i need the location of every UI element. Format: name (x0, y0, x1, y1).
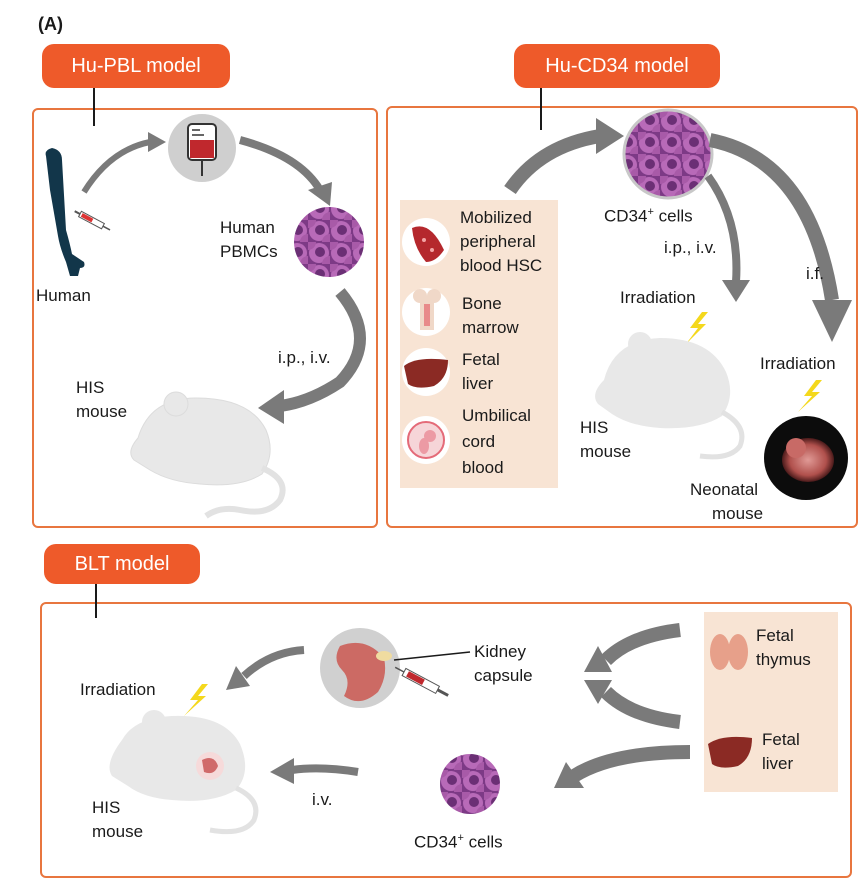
source-bone-marrow-l1: Bone (462, 294, 502, 313)
hucd34-cells-label: CD34+ cells (604, 200, 693, 229)
blt-cells-label: CD34+ cells (414, 826, 503, 855)
his-mouse-icon-hucd34 (595, 332, 745, 460)
umbilical-cord-blood-icon (402, 416, 450, 464)
fetal-thymus-icon (710, 634, 748, 670)
source-peripheral-l1: Mobilized (460, 208, 532, 227)
blt-cells-suffix: cells (463, 832, 503, 852)
fetal-liver-icon-blt (708, 736, 752, 768)
lightning-icon-blt (184, 684, 208, 716)
neonatal-mouse-label-line1: Neonatal (690, 480, 759, 499)
fetal-liver-label-line1: Fetal (762, 730, 800, 749)
neonatal-mouse-icon (764, 416, 848, 500)
hupbl-route-label: i.p., i.v. (278, 348, 331, 367)
cd34-cells-icon-blt (440, 754, 500, 814)
kidney-capsule-icon (320, 628, 400, 708)
hucd34-title-connector (540, 88, 542, 130)
pbmc-label-line1: Human (220, 218, 275, 237)
his-mouse-icon-hupbl (130, 391, 286, 519)
hucd34-irradiation-neonatal-label: Irradiation (760, 354, 836, 373)
blt-panel (40, 602, 852, 878)
source-fetal-liver-l1: Fetal (462, 350, 500, 369)
source-fetal-liver-l2: liver (462, 374, 494, 393)
hupbl-title: Hu-PBL model (42, 44, 230, 88)
fetal-thymus-label-line2: thymus (756, 650, 811, 669)
fetal-liver-label-line2: liver (762, 754, 794, 773)
blt-title-connector (95, 584, 97, 618)
source-cord-blood-l2: cord (462, 432, 496, 451)
blt-mouse-label-line1: HIS (92, 798, 121, 817)
cd34-cells-icon-hucd34 (624, 110, 712, 198)
peripheral-blood-icon (402, 218, 450, 266)
pbmc-label-line2: PBMCs (220, 242, 278, 261)
blt-mouse-label-line2: mouse (92, 822, 144, 841)
his-mouse-icon-blt (109, 710, 259, 835)
blt-title: BLT model (44, 544, 200, 584)
hucd34-route-neonatal-label: i.f. (806, 264, 824, 283)
fetal-thymus-label-line1: Fetal (756, 626, 794, 645)
hupbl-mouse-label-line1: HIS (76, 378, 105, 397)
source-bone-marrow-l2: marrow (462, 318, 519, 337)
hucd34-cells-sup: + (647, 206, 654, 218)
kidney-capsule-label-line1: Kidney (474, 642, 526, 661)
pbmc-cells-icon (294, 207, 364, 277)
human-arm-icon (45, 148, 85, 276)
source-peripheral-l3: blood HSC (460, 256, 543, 275)
hucd34-title: Hu-CD34 model (514, 44, 720, 88)
hupbl-panel (32, 108, 378, 528)
blt-route-label: i.v. (312, 790, 333, 809)
source-peripheral-l2: peripheral (460, 232, 536, 251)
source-cord-blood-l3: blood (462, 458, 504, 477)
kidney-capsule-label-line2: capsule (474, 666, 533, 685)
hucd34-mouse-label-line1: HIS (580, 418, 609, 437)
neonatal-mouse-label-line2: mouse (712, 504, 764, 523)
blt-cells-text: CD34 (414, 832, 458, 852)
hupbl-mouse-label-line2: mouse (76, 402, 128, 421)
source-cord-blood-l1: Umbilical (462, 406, 531, 425)
hucd34-route-adult-label: i.p., i.v. (664, 238, 717, 257)
implanted-kidney-icon (196, 752, 224, 780)
lightning-icon-hucd34-neonatal (798, 380, 822, 412)
blt-irradiation-label: Irradiation (80, 680, 156, 699)
blood-bag-icon (168, 114, 236, 182)
human-label: Human (36, 286, 91, 305)
hupbl-title-connector (93, 88, 95, 126)
hucd34-irradiation-adult-label: Irradiation (620, 288, 696, 307)
panel-letter: (A) (38, 14, 63, 34)
hucd34-mouse-label-line2: mouse (580, 442, 632, 461)
lightning-icon-hucd34-adult (686, 312, 708, 344)
bone-marrow-icon (402, 288, 450, 336)
syringe-icon-blt (394, 666, 449, 697)
hucd34-cells-suffix: cells (653, 206, 693, 226)
hucd34-cells-text: CD34 (604, 206, 648, 226)
blt-cells-sup: + (457, 832, 464, 844)
fetal-liver-icon-hucd34 (402, 348, 450, 396)
hucd34-panel (386, 106, 858, 528)
syringe-icon (74, 210, 111, 231)
